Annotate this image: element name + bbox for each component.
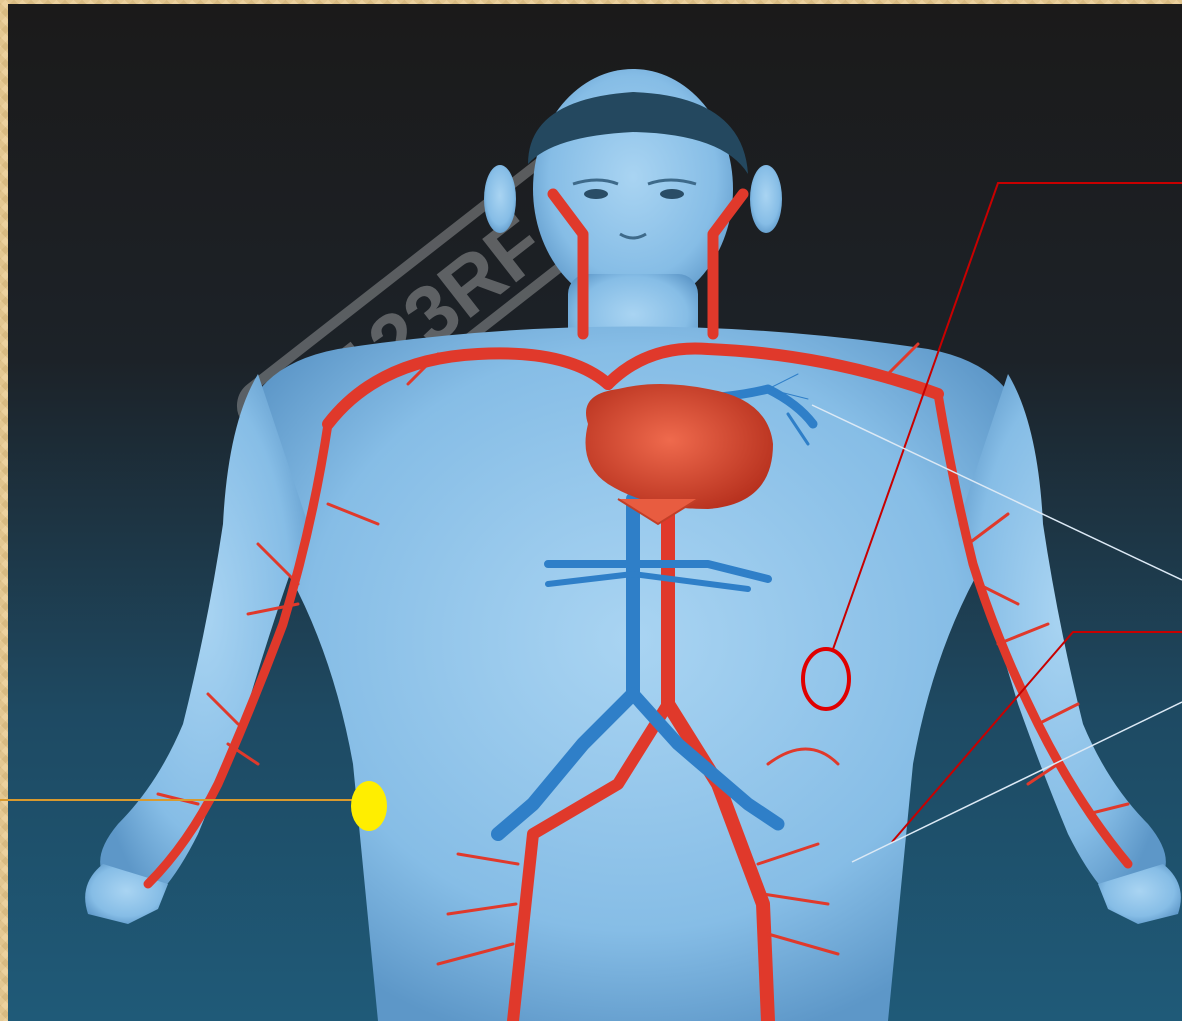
dot-marker-icon[interactable] xyxy=(351,781,387,831)
illustration-canvas: 123RF xyxy=(8,4,1182,1021)
circulatory-illustration: 123RF xyxy=(8,4,1182,1021)
